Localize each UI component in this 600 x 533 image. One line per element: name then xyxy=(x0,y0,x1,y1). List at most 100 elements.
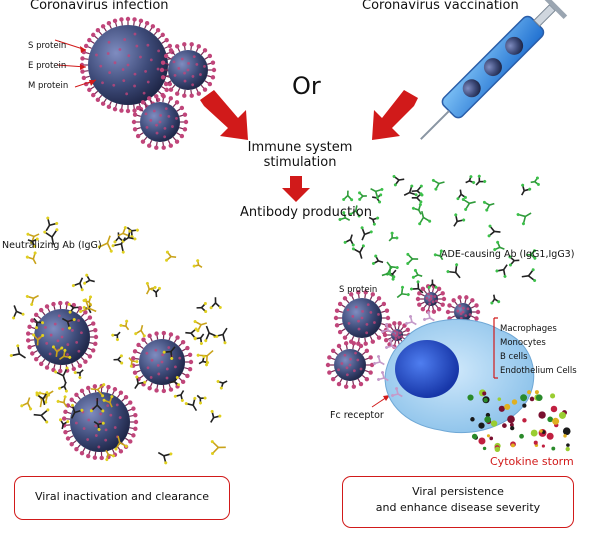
arrow-vaccination xyxy=(372,90,418,140)
antibody xyxy=(196,394,207,405)
antibody-group xyxy=(9,174,540,465)
immune-line-2: stimulation xyxy=(263,155,337,170)
antibody xyxy=(33,317,45,330)
cytokine-dot xyxy=(482,391,487,396)
cytokine-dot xyxy=(485,412,491,418)
ade-ab-label: ADE-causing Ab (IgG1,IgG3) xyxy=(441,249,575,260)
antibody xyxy=(446,263,461,279)
antibody xyxy=(351,244,365,259)
antibody xyxy=(198,355,210,365)
antibody xyxy=(358,191,367,201)
cytokine-dot xyxy=(511,399,518,405)
antibody xyxy=(210,409,222,423)
antibody xyxy=(392,174,405,187)
antibody xyxy=(342,190,354,202)
antibody xyxy=(162,346,176,360)
antibody xyxy=(113,232,125,244)
antibody xyxy=(360,226,373,241)
cytokine-dot xyxy=(558,411,567,419)
outcome-right-line-2: and enhance disease severity xyxy=(375,501,541,514)
virus-neutralized-3 xyxy=(61,383,139,461)
antibody xyxy=(521,183,532,196)
cytokine-dot xyxy=(483,397,488,403)
antibody xyxy=(25,294,39,306)
antibody xyxy=(396,285,410,299)
antibody xyxy=(526,249,537,260)
cytokine-dot xyxy=(562,427,571,436)
antibody xyxy=(20,397,33,411)
antibody xyxy=(119,319,130,331)
antibody xyxy=(123,229,137,242)
antibody xyxy=(377,371,389,382)
cytokine-dot xyxy=(502,423,507,428)
antibody xyxy=(373,355,385,366)
antibody xyxy=(456,189,467,201)
antibody xyxy=(61,317,76,330)
or-label: Or xyxy=(292,72,321,100)
antibody xyxy=(209,297,222,310)
antibody xyxy=(453,213,466,227)
antibody xyxy=(431,178,445,191)
antibody xyxy=(385,339,397,350)
antibody xyxy=(411,192,423,204)
antibody xyxy=(83,273,95,285)
neutralizing-ab-label: Neutralizing Ab (IgG) xyxy=(2,240,102,251)
arrow-infection xyxy=(200,90,248,140)
syringe-icon xyxy=(420,0,568,140)
antibody xyxy=(371,254,384,265)
antibody xyxy=(111,331,121,342)
cytokine-dot xyxy=(494,446,501,453)
antibody xyxy=(433,249,444,261)
cytokine-dot xyxy=(522,403,527,408)
cytokine-dots xyxy=(467,389,571,453)
cell-label-macrophages: Macrophages xyxy=(500,324,557,334)
cytokine-dot xyxy=(527,390,532,395)
antibody xyxy=(71,277,84,292)
cytokine-dot xyxy=(565,446,570,452)
antibody xyxy=(32,333,45,346)
antibody xyxy=(27,237,39,248)
antibody xyxy=(79,298,97,314)
cytokine-dot xyxy=(486,434,491,438)
antibody xyxy=(102,395,114,408)
antibody xyxy=(461,198,476,211)
cell-label-endothelium: Endothelium Cells xyxy=(500,366,577,376)
cytokine-dot xyxy=(541,444,545,448)
cytokine-dot xyxy=(563,434,567,438)
cytokine-dot xyxy=(530,429,538,437)
antibody xyxy=(482,200,495,212)
antibody xyxy=(185,327,198,340)
antibody xyxy=(67,302,79,314)
immune-stimulation: Immune system stimulation xyxy=(226,140,374,170)
antibody xyxy=(490,294,501,305)
antibody xyxy=(145,281,157,295)
antibody xyxy=(204,325,219,343)
virus-ade-2 xyxy=(325,341,375,389)
cytokine-dot xyxy=(490,420,498,427)
antibody xyxy=(134,324,146,338)
antibody xyxy=(126,226,139,239)
antibody xyxy=(338,211,351,221)
virus-ade-1 xyxy=(333,290,391,346)
antibody xyxy=(169,375,181,387)
cytokine-dot xyxy=(520,394,528,402)
antibody xyxy=(475,174,487,186)
antibody xyxy=(184,396,198,412)
outcome-box-right: Viral persistence and enhance disease se… xyxy=(342,476,574,528)
cytokine-dot xyxy=(478,422,485,429)
cytokine-dot xyxy=(470,417,475,422)
cytokine-dot xyxy=(541,430,546,434)
antibody xyxy=(157,451,173,465)
antibody xyxy=(210,440,226,455)
outcome-left-text: Viral inactivation and clearance xyxy=(34,490,209,503)
antibody xyxy=(410,280,424,294)
antibody xyxy=(411,268,423,279)
cytokine-dot xyxy=(550,393,556,399)
antibody xyxy=(405,315,417,326)
cytokine-dot xyxy=(551,446,556,451)
antibody xyxy=(495,264,508,278)
host-cell xyxy=(384,317,535,434)
cytokine-dot xyxy=(467,394,474,401)
antibody xyxy=(418,211,432,226)
